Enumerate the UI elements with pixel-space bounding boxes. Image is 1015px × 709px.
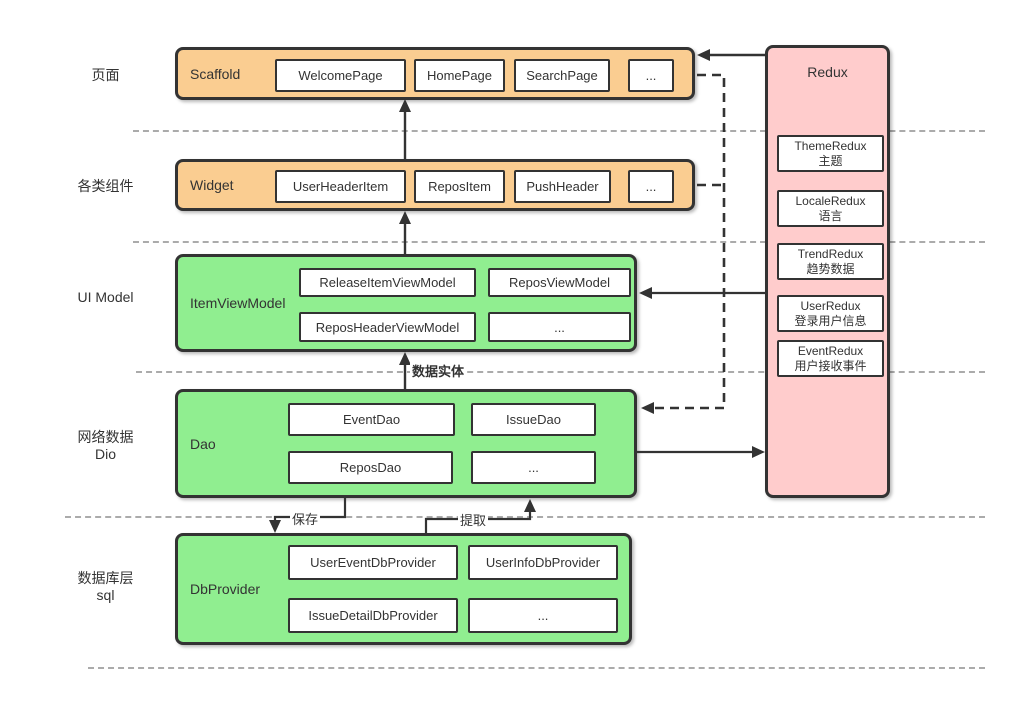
node-text: HomePage <box>426 68 493 83</box>
node-more-widgets: ... <box>628 170 674 203</box>
node-text: ReposItem <box>428 179 491 194</box>
node-text: ReposViewModel <box>509 275 610 290</box>
node-text: TrendRedux <box>797 246 864 261</box>
scaffold-container: Scaffold WelcomePage HomePage SearchPage… <box>175 47 695 100</box>
db-provider-label: DbProvider <box>190 581 261 597</box>
node-welcome-page: WelcomePage <box>275 59 406 92</box>
arrowhead-redux-to-scaffold <box>697 49 710 61</box>
node-issue-detail-db-provider: IssueDetailDbProvider <box>288 598 458 633</box>
dao-container: Dao EventDao IssueDao ReposDao ... <box>175 389 637 498</box>
node-more-view-models: ... <box>488 312 631 342</box>
arrowhead-save-down <box>269 520 281 533</box>
item-view-model-container: ItemViewModel ReleaseItemViewModel Repos… <box>175 254 637 352</box>
node-subtext: 登录用户信息 <box>794 313 867 328</box>
node-trend-redux: TrendRedux 趋势数据 <box>777 243 884 280</box>
item-view-model-label: ItemViewModel <box>190 295 286 311</box>
node-more-daos: ... <box>471 451 596 484</box>
node-issue-dao: IssueDao <box>471 403 596 436</box>
side-label-text: UI Model <box>77 289 134 305</box>
widget-container: Widget UserHeaderItem ReposItem PushHead… <box>175 159 695 211</box>
node-text: ... <box>554 319 565 335</box>
separator-line <box>136 371 985 373</box>
node-repos-view-model: ReposViewModel <box>488 268 631 297</box>
node-release-item-view-model: ReleaseItemViewModel <box>299 268 476 297</box>
side-label-network: 网络数据 Dio <box>48 429 163 463</box>
node-text: ... <box>645 179 657 194</box>
redux-container: Redux ThemeRedux 主题 LocaleRedux 语言 Trend… <box>765 45 890 498</box>
node-repos-header-view-model: ReposHeaderViewModel <box>299 312 476 342</box>
side-label-text: 各类组件 <box>77 178 134 194</box>
separator-line <box>65 516 985 518</box>
node-text: PushHeader <box>526 179 599 194</box>
side-label-text: 页面 <box>91 67 120 83</box>
side-label-text: 数据库层 <box>77 570 134 586</box>
scaffold-label: Scaffold <box>190 65 241 82</box>
node-user-info-db-provider: UserInfoDbProvider <box>468 545 618 580</box>
node-text: IssueDetailDbProvider <box>308 608 438 623</box>
node-text: ReleaseItemViewModel <box>319 275 456 290</box>
node-subtext: 趋势数据 <box>806 261 855 276</box>
node-text: WelcomePage <box>298 68 383 83</box>
side-label-text: 网络数据 <box>77 429 134 445</box>
edge-label-extract: 提取 <box>458 510 489 529</box>
side-label-pages: 页面 <box>48 67 163 84</box>
node-subtext: 主题 <box>818 153 843 168</box>
node-text: ReposDao <box>339 460 402 475</box>
node-text: LocaleRedux <box>795 193 866 208</box>
side-label-database: 数据库层 sql <box>48 570 163 604</box>
node-text: IssueDao <box>506 412 561 427</box>
node-event-redux: EventRedux 用户接收事件 <box>777 340 884 377</box>
side-label-ui-model: UI Model <box>48 289 163 306</box>
node-text: EventRedux <box>797 343 864 358</box>
redux-label: Redux <box>807 64 848 80</box>
node-text: UserRedux <box>800 298 861 313</box>
edge-label-data-entity: 数据实体 <box>410 361 467 380</box>
node-text: SearchPage <box>526 68 598 83</box>
node-text: ... <box>528 460 539 475</box>
widget-label: Widget <box>190 177 234 193</box>
node-repos-dao: ReposDao <box>288 451 453 484</box>
side-label-text: sql <box>96 587 115 603</box>
db-provider-container: DbProvider UserEventDbProvider UserInfoD… <box>175 533 632 645</box>
node-push-header: PushHeader <box>514 170 611 203</box>
node-text: UserInfoDbProvider <box>485 555 601 570</box>
arrowhead-extract-up <box>524 499 536 512</box>
separator-line <box>88 667 985 669</box>
node-user-header-item: UserHeaderItem <box>275 170 406 203</box>
node-home-page: HomePage <box>414 59 505 92</box>
node-locale-redux: LocaleRedux 语言 <box>777 190 884 227</box>
node-search-page: SearchPage <box>514 59 610 92</box>
node-text: ... <box>537 608 549 623</box>
dao-label: Dao <box>190 435 216 452</box>
side-label-text: Dio <box>94 446 116 462</box>
node-user-event-db-provider: UserEventDbProvider <box>288 545 458 580</box>
node-theme-redux: ThemeRedux 主题 <box>777 135 884 172</box>
arrowhead-dao-to-redux <box>752 446 765 458</box>
node-text: UserHeaderItem <box>292 179 389 194</box>
arrowhead-widget-to-scaffold <box>399 99 411 112</box>
separator-line <box>133 241 985 243</box>
node-user-redux: UserRedux 登录用户信息 <box>777 295 884 332</box>
node-text: UserEventDbProvider <box>310 555 436 570</box>
node-subtext: 用户接收事件 <box>794 358 867 373</box>
node-text: ThemeRedux <box>794 138 867 153</box>
arrowhead-dashed-to-dao <box>641 402 654 414</box>
node-text: ... <box>645 68 657 83</box>
node-more-pages: ... <box>628 59 674 92</box>
separator-line <box>133 130 985 132</box>
arrowhead-viewmodel-to-widget <box>399 211 411 224</box>
node-text: EventDao <box>342 412 401 427</box>
node-subtext: 语言 <box>818 208 843 223</box>
arrowhead-redux-to-viewmodel <box>639 287 652 299</box>
node-text: ReposHeaderViewModel <box>315 319 460 335</box>
node-event-dao: EventDao <box>288 403 455 436</box>
side-label-widgets: 各类组件 <box>48 178 163 195</box>
edge-label-save: 保存 <box>290 509 321 528</box>
node-more-db-providers: ... <box>468 598 618 633</box>
node-repos-item: ReposItem <box>414 170 505 203</box>
